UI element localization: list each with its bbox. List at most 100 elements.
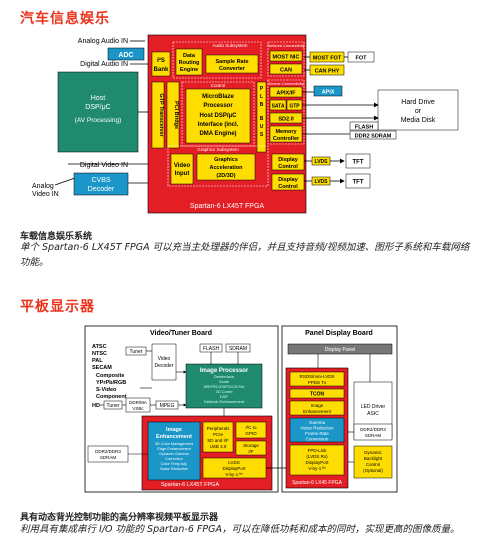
gamma-label-1: Gamma xyxy=(309,420,326,425)
ie2-label-2: Enhancement xyxy=(303,409,332,414)
pci-bridge-label: PCI Bridge xyxy=(173,101,179,129)
ie-line-4: Correction xyxy=(165,457,183,461)
mem-label-1: Memory xyxy=(275,129,297,135)
input-ypbpr: YPrPb/RGB xyxy=(96,380,126,386)
can-label: CAN xyxy=(280,68,292,74)
ddr-right-label-1: DDR2/DDR3 xyxy=(360,427,386,432)
video-input-block xyxy=(170,153,194,185)
fpga-left-label: Spartan-6 LX45T FPGA xyxy=(161,482,220,488)
input-hd: HD xyxy=(92,403,100,409)
apix-block xyxy=(313,85,343,97)
periph-label-2: PCIe xyxy=(213,432,224,437)
gtp-transceiver-label: GTP Transceiver xyxy=(158,93,164,137)
video-input-label-2: Input xyxy=(175,171,190,177)
flash-label-2: FLASH xyxy=(203,346,220,352)
cvbs-label-2: Decoder xyxy=(88,186,115,193)
ie-line-5: Color Temp Adj. xyxy=(161,462,188,466)
gfx-label-1: Graphics xyxy=(214,157,238,163)
rsds-label-2: PPDS Tx xyxy=(308,380,327,385)
src-label-2: Converter xyxy=(219,66,246,72)
hdd-label-2: or xyxy=(415,108,422,115)
dc1-label-2: Control xyxy=(278,164,298,170)
audio-subsystem-group xyxy=(172,41,262,79)
panel-board-title: Panel Display Board xyxy=(305,330,373,337)
data-routing-label-1: Data xyxy=(183,53,196,59)
sd-label: SD2.0 xyxy=(278,117,293,123)
tft-1-label: TFT xyxy=(353,160,364,166)
lvds-1-label: LVDS xyxy=(315,159,329,165)
input-secam: SECAM xyxy=(92,365,112,371)
label-analog-audio-in: Analog Audio IN xyxy=(78,38,128,45)
gamma-label-4: Conversion xyxy=(306,437,329,442)
device-group xyxy=(267,79,305,145)
pci-bridge-block xyxy=(166,81,180,149)
i2c-gpio-block xyxy=(235,421,267,439)
mpeg-label: MPEG xyxy=(160,403,175,409)
storage-label-1: Storage xyxy=(243,443,259,448)
hdd-label-1: Hard Drive xyxy=(401,99,435,106)
input-ntsc: NTSC xyxy=(92,351,107,357)
network-label: Network Connectivity xyxy=(267,43,305,48)
data-routing-label-2: Routing xyxy=(179,60,200,66)
device-label: Device Connectivity xyxy=(268,81,303,86)
storage-if-block xyxy=(235,440,267,456)
gamma-block xyxy=(289,417,345,443)
ip-line-3: NR/FRC/DSP/DCE/Vid xyxy=(204,384,245,389)
flash-block xyxy=(349,121,379,131)
plb-letter-4: B xyxy=(260,116,264,122)
lvdsdp-label-1: LVDS xyxy=(228,460,239,465)
demod-label-1: DDR/MA xyxy=(129,400,147,405)
tcon-block xyxy=(289,388,345,399)
plb-letter-6: S xyxy=(260,132,264,138)
control-label: Control xyxy=(211,83,226,88)
ie-line-2: Edge Enhancement xyxy=(157,447,191,451)
label-analog-video-1: Analog xyxy=(32,183,54,190)
gfx-label-2: Acceleration xyxy=(209,165,243,171)
data-routing-label-3: Engine xyxy=(180,67,198,73)
cvbs-label-1: CVBS xyxy=(91,177,110,184)
cvbs-decoder-block xyxy=(73,172,129,196)
section-title-flat-panel: 平板显示器 xyxy=(20,299,95,315)
vd-label-1: Video xyxy=(158,356,171,362)
fpd-label-2: (LVDS Rx) xyxy=(306,454,328,459)
fot-label: FOT xyxy=(356,56,368,62)
tcon-label: TCON xyxy=(310,392,325,398)
tuner-2-label: Tuner xyxy=(107,403,120,409)
bl-label-3: Control xyxy=(366,462,381,467)
graphics-group xyxy=(167,145,269,187)
tft-2-block xyxy=(345,173,371,189)
lvds-2-label: LVDS xyxy=(315,179,329,185)
ip-line-6: Deblock Enhancement xyxy=(204,399,245,404)
plb-letter-1: P xyxy=(260,86,264,92)
most-nic-block xyxy=(269,50,303,62)
rsds-label-1: RSDS/mini-LVDS xyxy=(300,374,335,379)
mb-label-1: MicroBlaze xyxy=(202,94,234,100)
display-panel-block xyxy=(287,343,393,355)
sata-block xyxy=(269,99,287,111)
plb-letter-2: L xyxy=(260,94,263,100)
hard-drive-block xyxy=(377,89,459,131)
tuner-1-label: Tuner xyxy=(130,349,143,355)
caption-title-flat-panel: 具有动态背光控制功能的高分辨率视频平板显示器 xyxy=(20,513,219,523)
graphics-acceleration-block xyxy=(196,153,256,181)
bl-label-4: (Optional) xyxy=(363,468,383,473)
i2s-label-2: Bank xyxy=(154,67,169,73)
host-label-3: (AV Processing) xyxy=(75,117,121,124)
ip-line-1: Deinterlace xyxy=(214,374,235,379)
gamma-label-2: Noise Reduction xyxy=(300,426,334,431)
can-phy-label: CAN PHY xyxy=(315,69,340,75)
ie-line-6: Noise Reduction xyxy=(160,467,188,471)
rsds-block xyxy=(289,371,345,387)
bl-label-2: Backlight xyxy=(364,456,383,461)
peripherals-block xyxy=(202,421,234,453)
ddr2-label: DDR2 SDRAM xyxy=(355,134,392,140)
ddr-left-label-1: DDR2/DDR3 xyxy=(95,449,121,454)
gfx-label-3: (2D/3D) xyxy=(216,173,235,179)
section-title-infotainment: 汽车信息娱乐 xyxy=(20,11,110,27)
flat-panel-diagram: Video/Tuner Board Panel Display Board AT… xyxy=(84,325,398,493)
ie-line-3: Dynamic Gamma xyxy=(159,452,189,456)
apix-if-label: APIX/IF xyxy=(276,91,296,97)
dc2-label-1: Display xyxy=(278,177,299,183)
graphics-label: Graphics Subsystem xyxy=(197,147,239,152)
src-label-1: Sample Rate xyxy=(215,59,248,65)
